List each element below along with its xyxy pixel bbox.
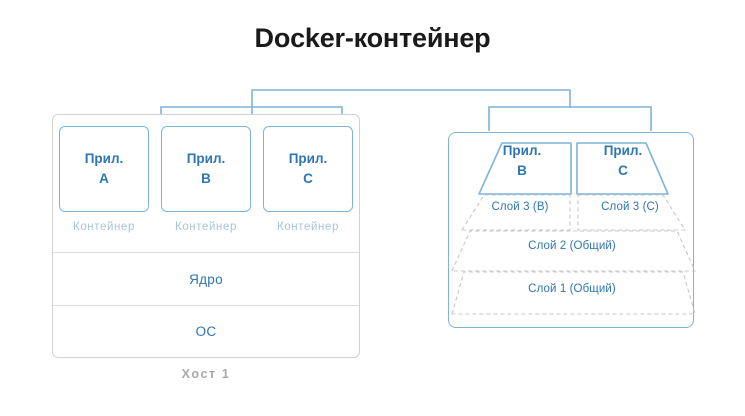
host-caption: Хост 1 (181, 367, 231, 381)
host-app-c-line1: Прил. (288, 151, 328, 167)
host-divider-apps-kernel (53, 252, 359, 253)
host-container-label-a: Контейнер (73, 221, 135, 233)
host-container-label-b: Контейнер (175, 221, 237, 233)
host-row-os: ОС (195, 324, 217, 339)
host-app-c-line2: C (303, 171, 313, 186)
host-app-box-b[interactable]: Прил. B (161, 126, 251, 212)
host-panel: Прил. A Контейнер Прил. B Контейнер Прил… (52, 114, 360, 358)
host-app-cell-a[interactable]: Прил. A Контейнер (59, 126, 149, 233)
docker-panel (448, 132, 694, 328)
host-app-b-line1: Прил. (186, 151, 226, 167)
host-app-box-a[interactable]: Прил. A (59, 126, 149, 212)
host-app-cell-b[interactable]: Прил. B Контейнер (161, 126, 251, 233)
page-title: Docker-контейнер (254, 23, 491, 53)
host-app-cell-c[interactable]: Прил. C Контейнер (263, 126, 353, 233)
host-app-a-line2: A (99, 171, 109, 186)
host-divider-kernel-os (53, 305, 359, 306)
host-apps-row: Прил. A Контейнер Прил. B Контейнер Прил… (53, 115, 359, 252)
host-app-box-c[interactable]: Прил. C (263, 126, 353, 212)
host-row-kernel: Ядро (189, 271, 223, 287)
bracket-docker-apps (488, 106, 652, 131)
host-app-b-line2: B (201, 171, 211, 186)
host-container-label-c: Контейнер (277, 221, 339, 233)
host-app-a-line1: Прил. (84, 151, 124, 167)
